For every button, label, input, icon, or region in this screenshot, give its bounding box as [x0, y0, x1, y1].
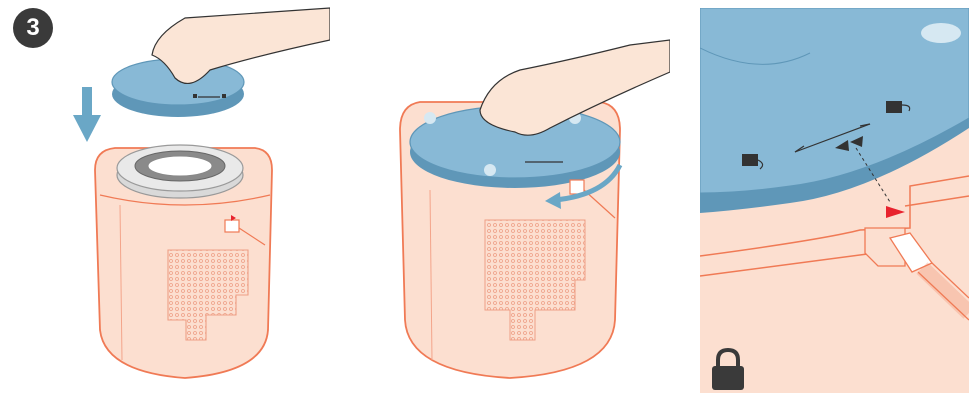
- hand: [152, 8, 330, 83]
- panel-turn-lid: [330, 0, 670, 393]
- panel-insert-lid: [0, 0, 330, 393]
- lock-detail-illustration: [700, 8, 969, 393]
- turn-lid-illustration: [330, 0, 670, 393]
- filter-ring: [117, 145, 243, 198]
- down-arrow-icon: [73, 87, 101, 142]
- insert-lid-illustration: [0, 0, 330, 393]
- panel-lock-detail: [700, 8, 969, 393]
